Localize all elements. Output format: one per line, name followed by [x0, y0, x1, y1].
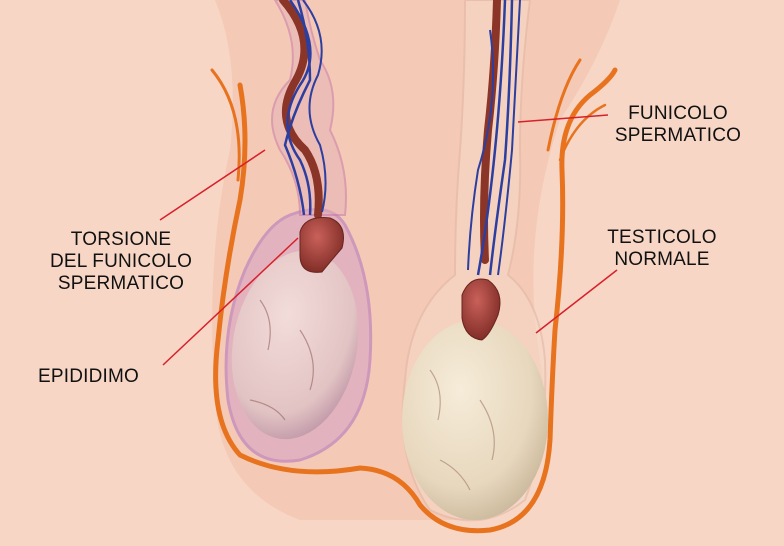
leader-epididymis: [162, 237, 299, 366]
normal-vein-3: [497, 0, 521, 276]
leader-cord: [517, 114, 609, 123]
torsion-epididymis: [299, 217, 344, 273]
label-epididymis: EPIDIDIMO: [38, 366, 140, 387]
torsion-artery: [279, 0, 323, 219]
scrotum-fold-right2: [558, 103, 607, 162]
torsion-vein-2: [283, 0, 312, 216]
torsion-vein-3: [302, 0, 327, 213]
label-normal-testis: TESTICOLO NORMALE: [607, 227, 717, 270]
normal-testis: [402, 320, 548, 520]
leader-torsion: [159, 149, 266, 221]
torsion-testis: [231, 250, 359, 440]
label-cord: FUNICOLO SPERMATICO: [614, 103, 742, 146]
normal-vein-1: [476, 0, 507, 276]
normal-vein-4: [467, 29, 495, 271]
scrotum-fold-right: [546, 58, 582, 152]
scrotum-fold-left: [210, 68, 241, 182]
leader-normal: [535, 269, 618, 334]
normal-vein-2: [488, 0, 514, 276]
normal-epididymis: [461, 278, 501, 341]
torsion-vein-1: [286, 0, 312, 216]
label-torsion: TORSIONE DEL FUNICOLO SPERMATICO: [49, 229, 193, 294]
